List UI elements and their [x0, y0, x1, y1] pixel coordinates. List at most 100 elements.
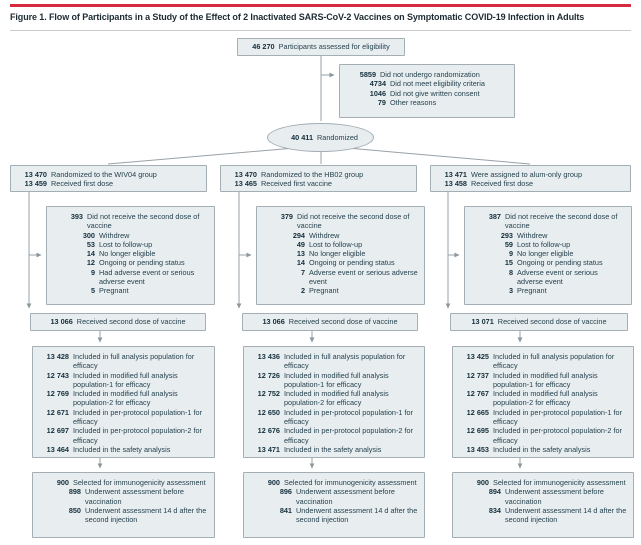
count-value: 1046	[369, 88, 386, 98]
count-label: Included in modified full analysis popul…	[493, 370, 598, 389]
count-value: 13 459	[24, 179, 47, 189]
count-label: Included in per-protocol population-1 fo…	[493, 407, 622, 427]
count-value: 13 425	[466, 352, 489, 361]
count-label: Did not receive the second dose of vacci…	[87, 212, 200, 231]
count-label: Did not give written consent	[390, 88, 480, 98]
count-label: Included in modified full analysis popul…	[284, 370, 389, 389]
count-value: 12 671	[46, 407, 69, 417]
count-value: 894	[488, 487, 501, 497]
count-label: Randomized to the WIV04 group	[51, 170, 157, 179]
count-value: 7	[300, 267, 305, 277]
count-label: Received second dose of vaccine	[288, 317, 398, 327]
flow-line: 15 Ongoing or pending status	[471, 258, 625, 267]
count-label: Received first dose	[471, 179, 534, 189]
count-label: Included in modified full analysis popul…	[73, 370, 178, 389]
count-value: 13 066	[262, 317, 285, 327]
count-value: 5	[90, 286, 95, 296]
count-label: Included in per-protocol population-2 fo…	[284, 426, 413, 445]
count-label: Withdrew	[309, 230, 340, 240]
count-value: 900	[56, 478, 69, 487]
count-value: 9	[90, 267, 95, 277]
flow-line: 12 695 Included in per-protocol populatio…	[459, 426, 627, 445]
count-label: Had adverse event or serious adverse eve…	[99, 267, 195, 287]
count-label: Included in per-protocol population-2 fo…	[493, 426, 622, 445]
flow-line: 13 425 Included in full analysis populati…	[459, 352, 627, 371]
flow-line: 294 Withdrew	[263, 231, 418, 240]
count-value: 12 752	[257, 389, 280, 399]
count-label: Pregnant	[99, 286, 129, 296]
count-value: 12 665	[466, 407, 489, 417]
count-value: 12 695	[466, 426, 489, 436]
count-label: Ongoing or pending status	[517, 258, 603, 268]
count-value: 5859	[359, 70, 376, 79]
count-value: 300	[82, 230, 95, 240]
flow-line: 5859 Did not undergo randomization	[346, 70, 508, 79]
count-label: Withdrew	[517, 230, 548, 240]
count-label: Pregnant	[309, 286, 339, 296]
count-value: 13 071	[471, 317, 494, 327]
count-value: 387	[488, 212, 501, 221]
count-value: 896	[279, 487, 292, 497]
figure-title: Figure 1. Flow of Participants in a Stud…	[10, 12, 585, 22]
count-label: No longer eligible	[309, 249, 366, 259]
count-label: Included in per-protocol population-2 fo…	[73, 426, 202, 445]
count-label: Selected for immunogenicity assessment	[284, 478, 417, 487]
count-value: 294	[292, 230, 305, 240]
title-divider	[10, 30, 631, 31]
count-label: Underwent assessment 14 d after the seco…	[296, 505, 418, 525]
count-value: 15	[504, 258, 513, 268]
count-value: 900	[267, 478, 280, 487]
count-label: Included in the safety analysis	[284, 444, 382, 454]
count-label: Participants assessed for eligibility	[278, 42, 390, 52]
flow-line: 12 665 Included in per-protocol populatio…	[459, 408, 627, 427]
accent-bar	[10, 4, 631, 7]
count-value: 13 470	[234, 170, 257, 179]
count-label: Adverse event or serious adverse event	[309, 267, 418, 287]
count-label: Ongoing or pending status	[309, 258, 395, 268]
count-label: Lost to follow-up	[99, 239, 153, 249]
count-value: 13 465	[234, 179, 257, 189]
count-label: Received first vaccine	[261, 179, 332, 189]
count-label: Underwent assessment before vaccination	[296, 487, 395, 506]
box-immunogenicity-hb02: 900 Selected for immunogenicity assessmen…	[243, 472, 425, 538]
count-value: 12 697	[46, 426, 69, 436]
count-label: Underwent assessment 14 d after the seco…	[505, 505, 627, 525]
count-value: 3	[508, 286, 513, 296]
count-label: Included in full analysis population for…	[493, 352, 615, 371]
flow-line: 896 Underwent assessment before vaccinati…	[250, 487, 418, 506]
count-value: 79	[377, 97, 386, 107]
count-label: Did not undergo randomization	[380, 70, 480, 79]
